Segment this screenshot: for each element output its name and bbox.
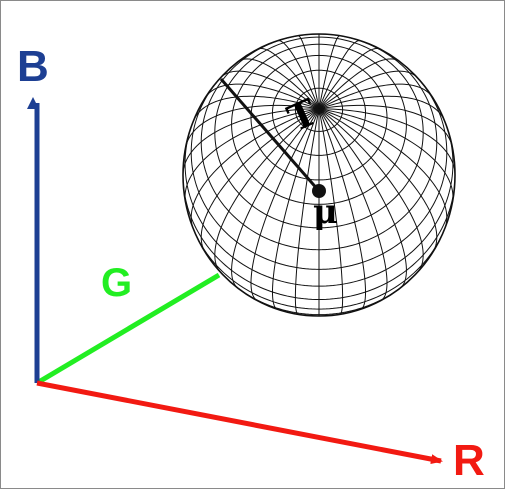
sphere-grid-line xyxy=(318,108,367,310)
sphere-grid-line xyxy=(318,108,438,253)
sphere-grid-line xyxy=(318,35,341,109)
sphere-grid-line xyxy=(318,104,454,149)
sphere-grid-line xyxy=(250,54,388,181)
sphere-grid-line xyxy=(183,108,320,176)
sphere-grid-line xyxy=(297,35,320,109)
center-label: μ xyxy=(313,192,338,232)
sphere-grid-line xyxy=(204,83,320,110)
sphere-grid-line xyxy=(318,108,407,289)
sphere-grid-line xyxy=(237,58,320,110)
sphere-grid-line xyxy=(318,47,382,110)
sphere-grid-line xyxy=(200,108,320,253)
r-axis-label: R xyxy=(453,436,485,485)
r-axis-line xyxy=(36,380,443,465)
sphere-grid-line xyxy=(318,108,344,315)
g-axis-label: G xyxy=(101,261,132,305)
sphere-grid-line xyxy=(271,108,320,310)
sphere-grid-line xyxy=(231,43,407,205)
sphere-grid-line xyxy=(276,40,320,109)
sphere-grid-line xyxy=(250,108,320,302)
sphere-grid-line xyxy=(231,108,320,289)
sphere-grid-line xyxy=(318,83,434,110)
sphere-grid-line xyxy=(190,67,448,270)
sphere xyxy=(182,33,456,317)
sphere-grid-line xyxy=(271,69,367,156)
center-point xyxy=(312,184,326,198)
sphere-grid-line xyxy=(318,40,362,109)
radius-line xyxy=(219,78,321,192)
sphere-wireframe xyxy=(183,34,455,316)
b-axis-label: B xyxy=(17,42,49,91)
g-axis-line xyxy=(35,272,221,386)
sphere-grid-line xyxy=(214,108,320,273)
sphere-grid-line xyxy=(294,87,344,132)
sphere-grid-line xyxy=(318,108,455,176)
sphere-grid-line xyxy=(256,47,320,110)
sphere-grid-line xyxy=(214,36,424,229)
sphere-grid-line xyxy=(294,108,320,315)
sphere-outline xyxy=(182,33,456,317)
sphere-grid-line xyxy=(184,104,320,149)
sphere-grid-line xyxy=(318,108,424,273)
sphere-grid-line xyxy=(184,119,454,287)
sphere-grid-line xyxy=(318,58,401,110)
sphere-grid-line xyxy=(183,171,455,300)
sphere-grid-line xyxy=(318,108,388,302)
